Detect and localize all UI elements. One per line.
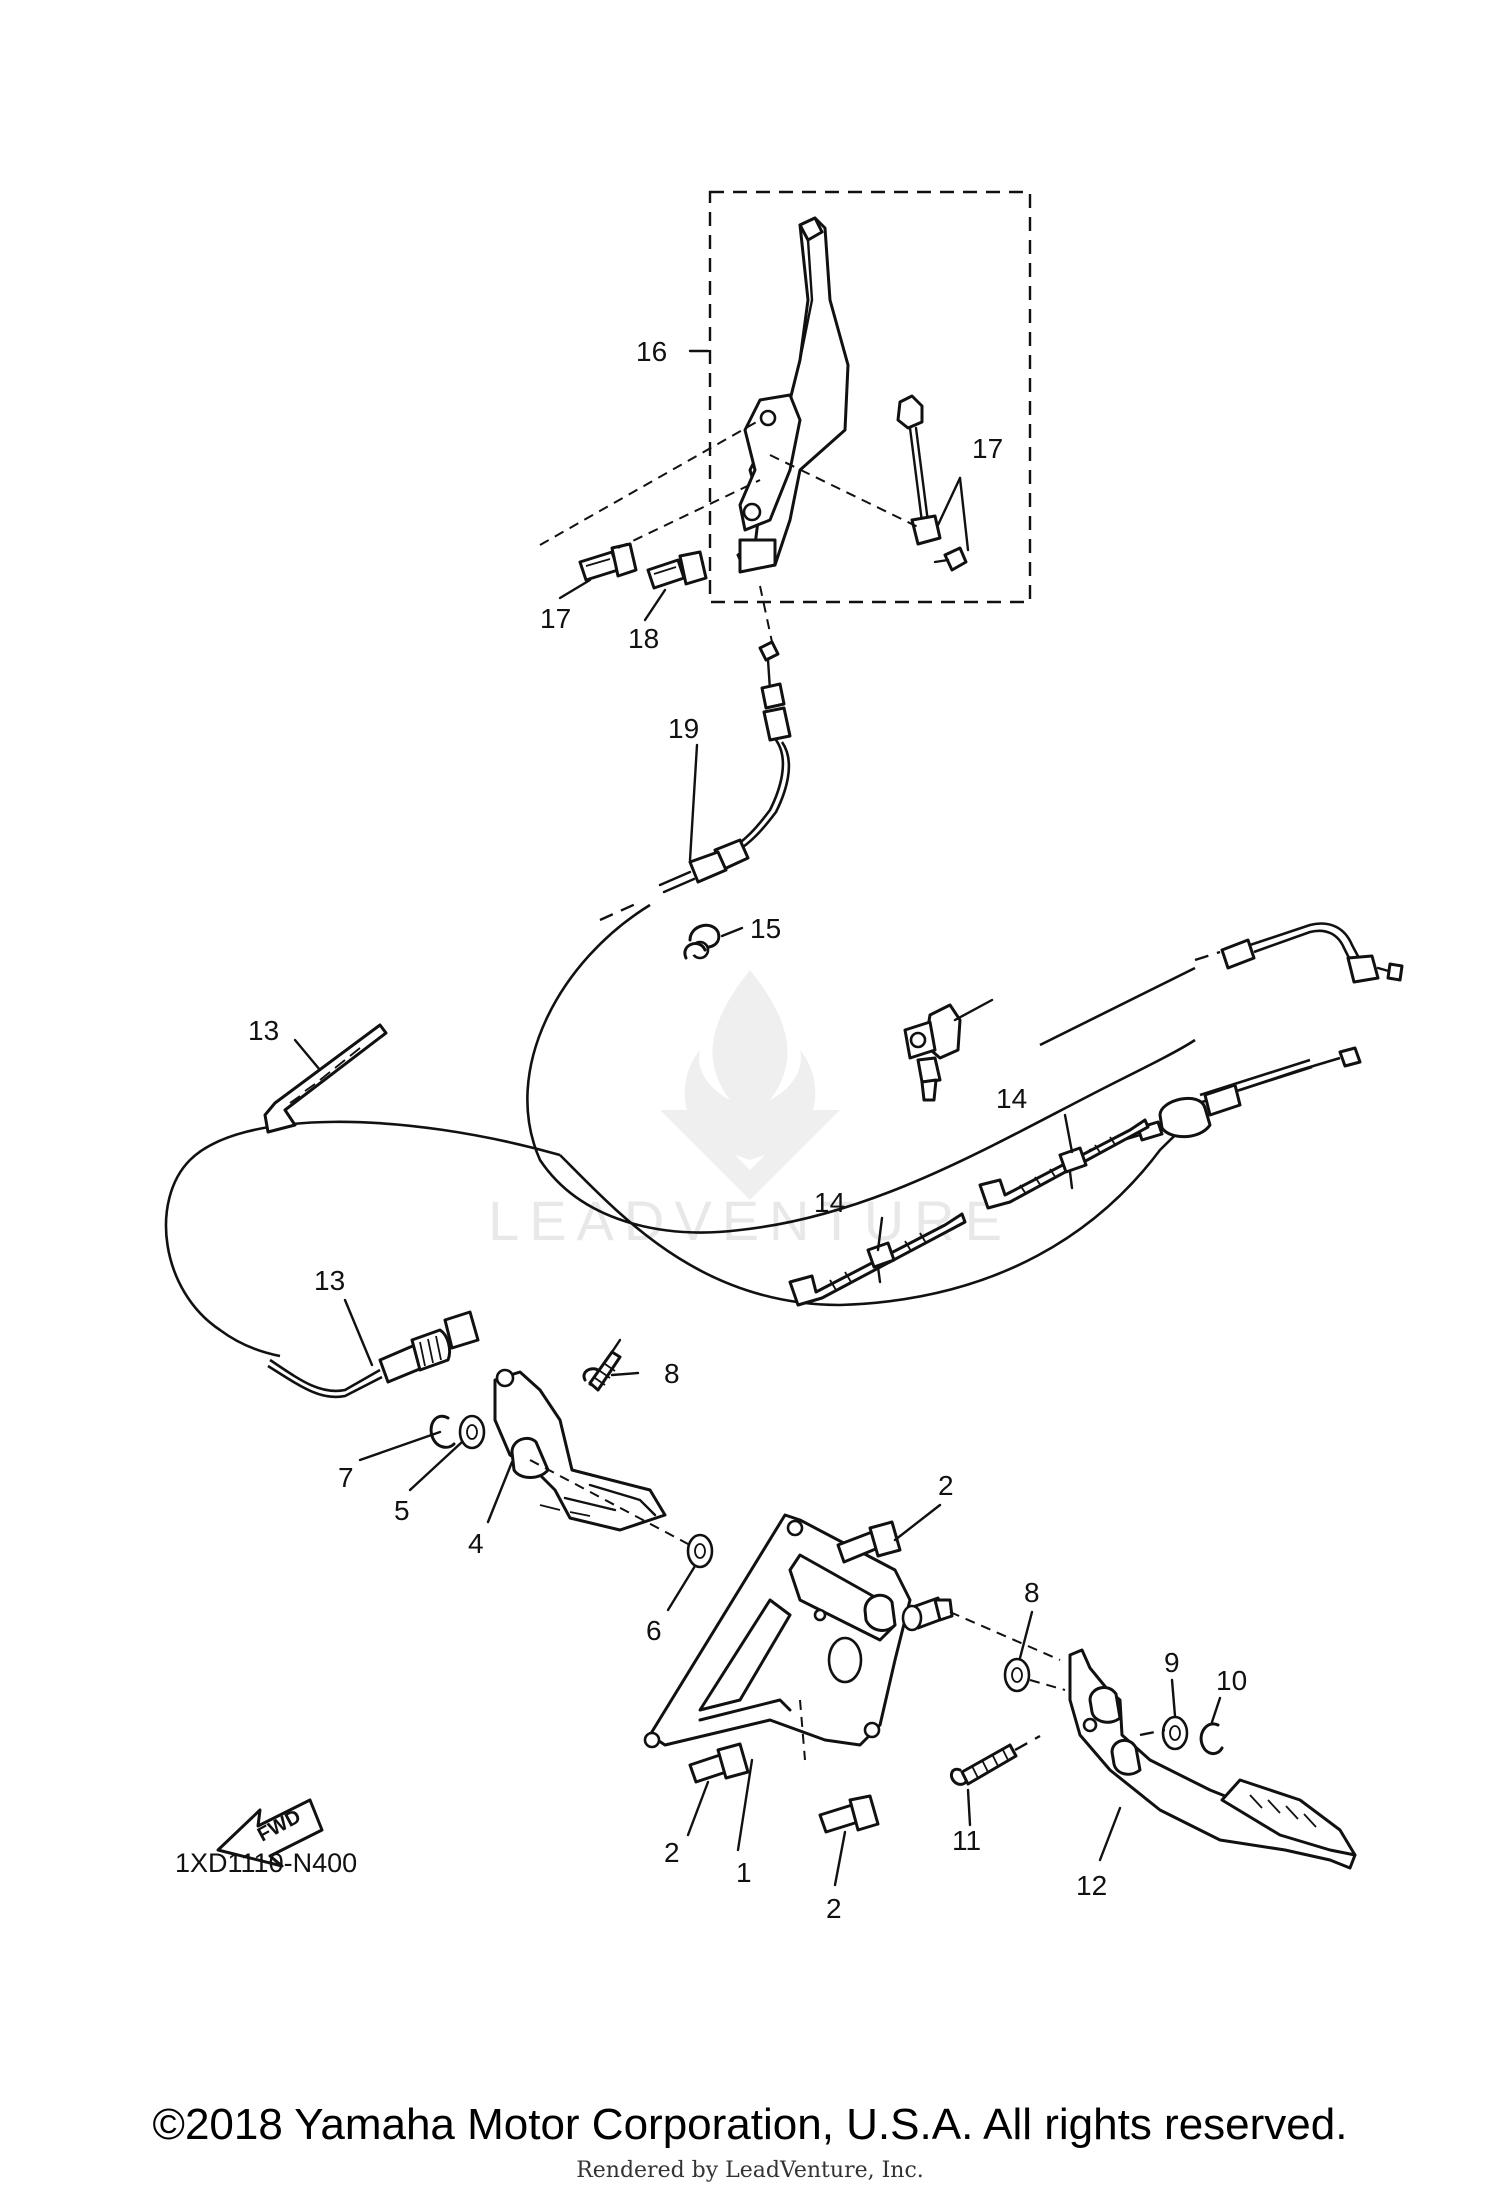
washer-4-b[interactable] bbox=[686, 1533, 714, 1569]
brake-pedal-7[interactable] bbox=[1068, 1648, 1357, 1870]
parking-brake-lever[interactable] bbox=[736, 216, 850, 574]
cable-tie-13-b[interactable] bbox=[788, 1212, 967, 1307]
pivot-shaft[interactable] bbox=[901, 1596, 954, 1632]
callout-17-a: 17 bbox=[540, 603, 571, 634]
callout-labels: 16 17 17 18 19 15 13 14 14 13 8 7 5 4 6 … bbox=[248, 336, 1247, 1924]
pedal-bracket-1[interactable] bbox=[643, 1513, 912, 1761]
callout-15: 16 bbox=[636, 336, 667, 367]
ref-line-pedal bbox=[1029, 1679, 1066, 1691]
callout-12: 13 bbox=[248, 1015, 279, 1046]
return-spring-10[interactable] bbox=[950, 1734, 1041, 1786]
callout-18: 19 bbox=[668, 713, 699, 744]
circlip-9[interactable] bbox=[1199, 1722, 1224, 1755]
cable-loop-outer-2 bbox=[559, 1120, 1191, 1307]
cable-end-front[interactable] bbox=[1194, 922, 1404, 984]
callout-8-b: 9 bbox=[1164, 1647, 1180, 1678]
callout-2-a: 2 bbox=[938, 1470, 954, 1501]
return-spring-6[interactable] bbox=[582, 1338, 622, 1392]
callout-16: 17 bbox=[972, 433, 1003, 464]
washer-4-a[interactable] bbox=[458, 1414, 486, 1450]
ref-line-shaft bbox=[529, 1459, 691, 1546]
flame-logo-icon bbox=[660, 970, 840, 1200]
cable-holder-19[interactable] bbox=[903, 1003, 962, 1102]
callout-4-a: 5 bbox=[394, 1495, 410, 1526]
callout-1: 1 bbox=[736, 1857, 752, 1888]
bolt-17-b[interactable] bbox=[646, 550, 708, 590]
callout-2-b: 2 bbox=[664, 1837, 680, 1868]
cable-tie-12[interactable] bbox=[263, 1023, 388, 1134]
parking-brake-cable[interactable] bbox=[599, 585, 792, 922]
callout-14: 15 bbox=[750, 913, 781, 944]
ref-line-17b bbox=[617, 479, 761, 549]
cable-clip-14[interactable] bbox=[683, 923, 721, 960]
callout-2-c: 2 bbox=[826, 1893, 842, 1924]
callout-10: 11 bbox=[952, 1825, 981, 1856]
callout-6: 8 bbox=[664, 1358, 680, 1389]
diagram-code: 1XD1110-N400 bbox=[175, 1848, 358, 1878]
bolt-2-c[interactable] bbox=[818, 1794, 880, 1834]
washer-8-b[interactable] bbox=[1161, 1715, 1189, 1751]
assembly-15-boundary bbox=[708, 190, 1032, 604]
rendered-by-notice: Rendered by LeadVenture, Inc. bbox=[576, 2158, 924, 2183]
bolt-2-a[interactable] bbox=[836, 1520, 902, 1564]
callout-11: 13 bbox=[314, 1265, 345, 1296]
bolt-17-a[interactable] bbox=[578, 542, 638, 582]
circlip-5[interactable] bbox=[429, 1414, 456, 1449]
callout-3: 4 bbox=[468, 1528, 484, 1559]
callout-5: 7 bbox=[338, 1462, 354, 1493]
callout-13-a: 14 bbox=[996, 1083, 1027, 1114]
cable-tie-13-a[interactable] bbox=[978, 1118, 1150, 1210]
cable-loop-inner bbox=[526, 903, 1196, 1234]
callout-13-b: 14 bbox=[814, 1187, 845, 1218]
callout-7: 12 bbox=[1076, 1870, 1107, 1901]
brake-cable-end-11[interactable] bbox=[267, 1310, 480, 1399]
bolt-2-b[interactable] bbox=[688, 1742, 750, 1784]
leader-lines bbox=[293, 349, 1222, 1887]
ref-line-16 bbox=[769, 454, 921, 529]
callout-17-b: 18 bbox=[628, 623, 659, 654]
washer-8-a[interactable] bbox=[1003, 1657, 1031, 1693]
callout-4-b: 6 bbox=[646, 1615, 662, 1646]
adjuster-rod[interactable] bbox=[896, 394, 968, 572]
cable-loop-outer bbox=[164, 1120, 561, 1358]
copyright-notice: ©2018 Yamaha Motor Corporation, U.S.A. A… bbox=[152, 2100, 1348, 2149]
cable-segment-front bbox=[1039, 966, 1196, 1047]
brake-arm-3[interactable] bbox=[493, 1368, 667, 1532]
callout-8-a: 8 bbox=[1024, 1577, 1040, 1608]
callout-9: 10 bbox=[1216, 1665, 1247, 1696]
ref-line-17a bbox=[539, 419, 761, 546]
ref-line-pivot bbox=[949, 1611, 1061, 1661]
